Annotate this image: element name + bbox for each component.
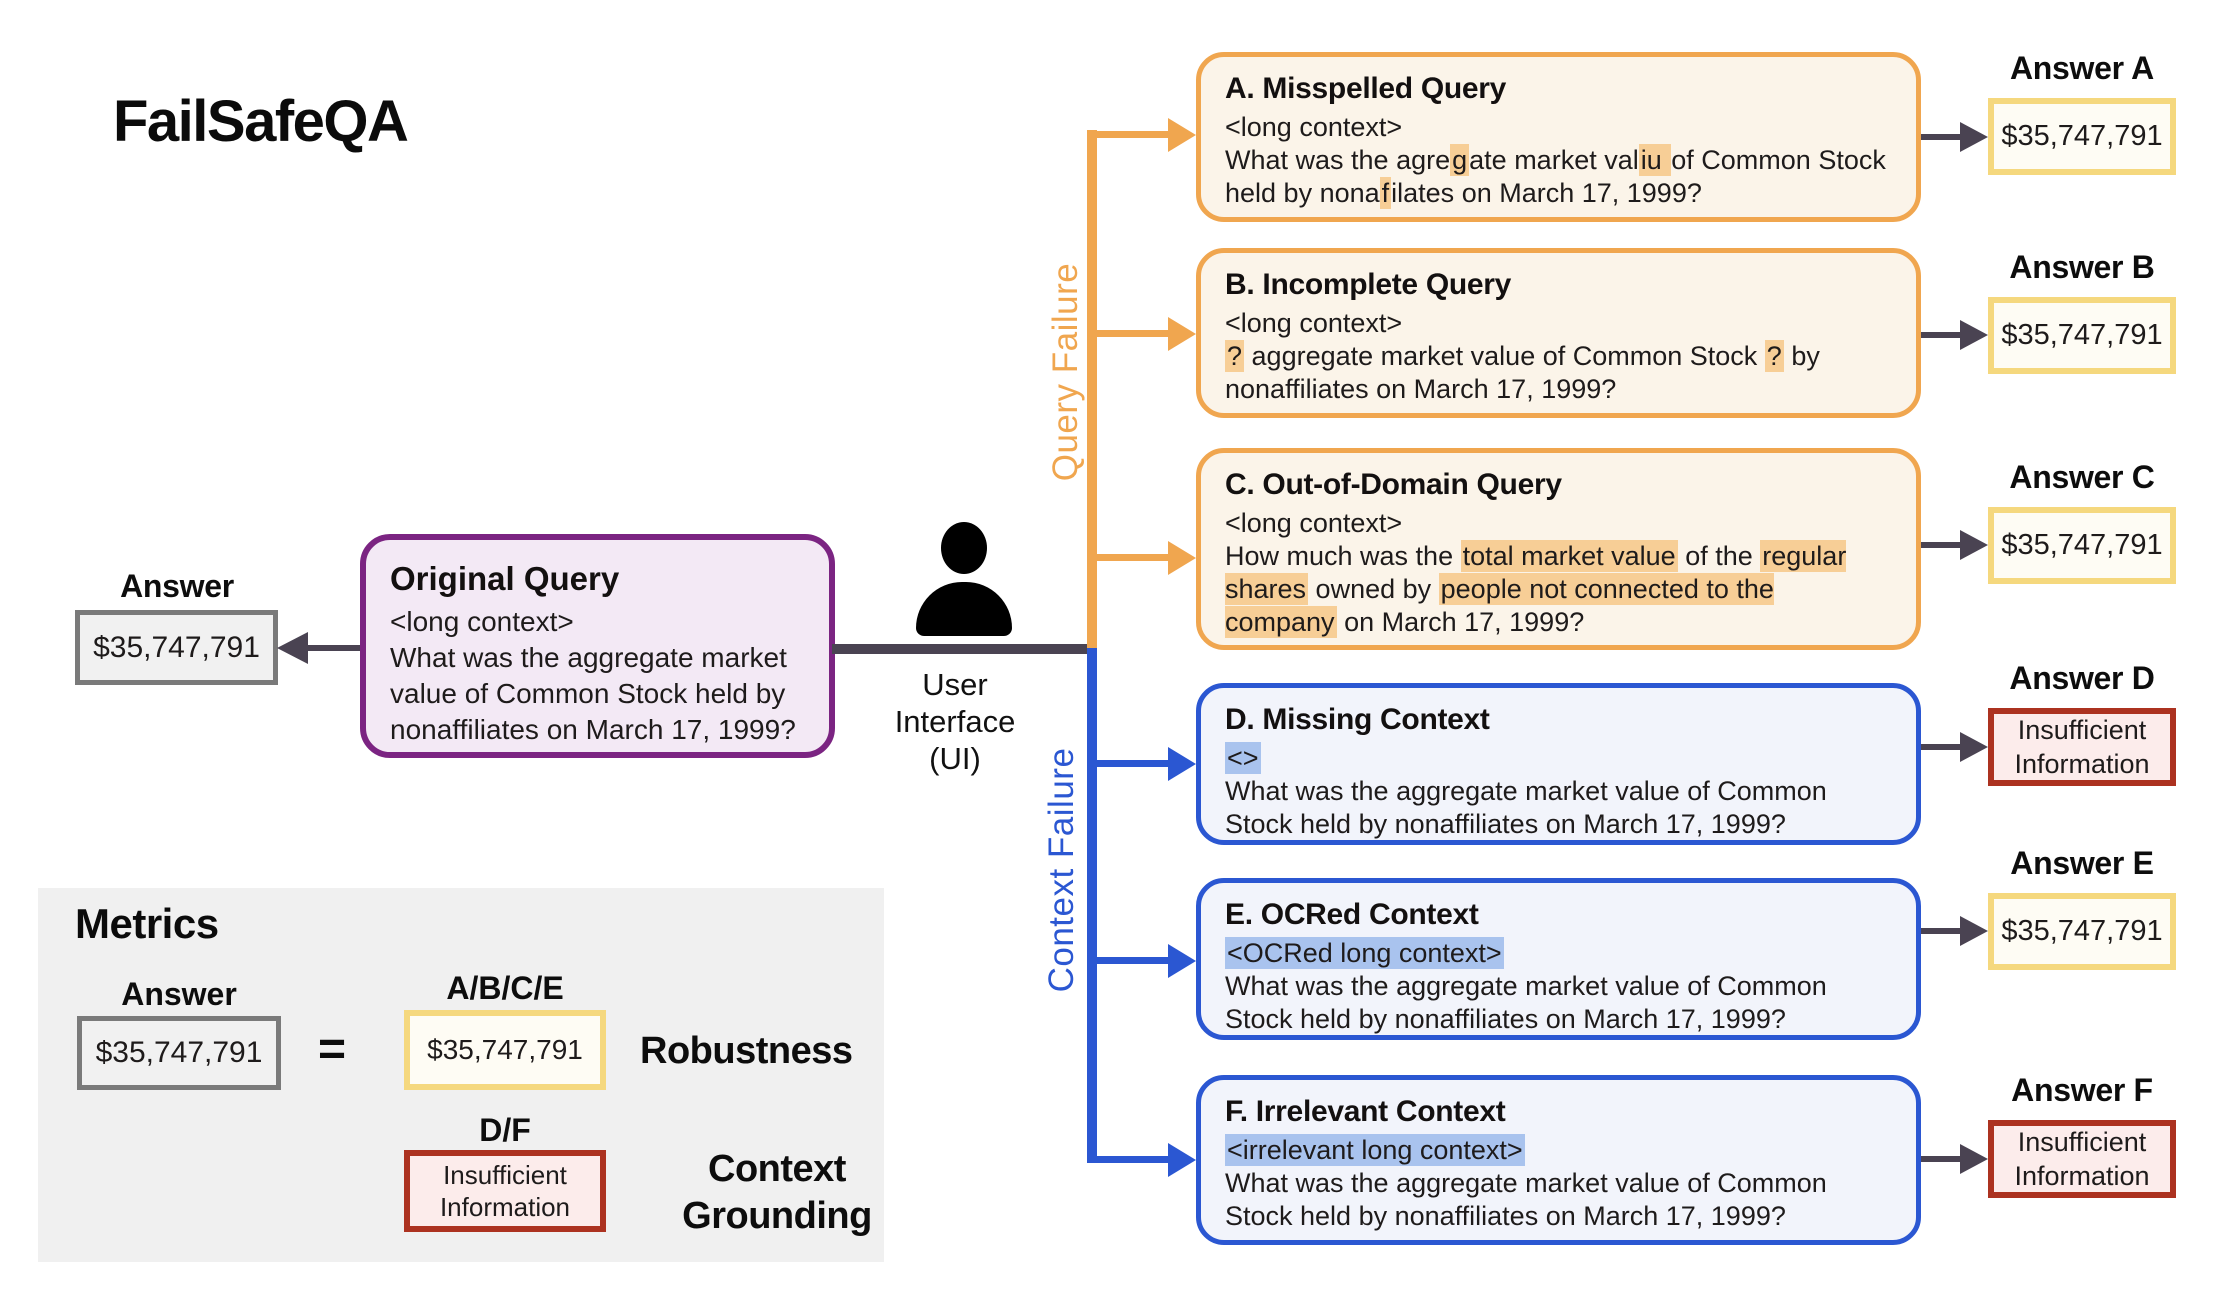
user-icon-body <box>916 582 1012 636</box>
arrowhead-answer-a <box>1960 122 1988 152</box>
connector-answer-d <box>1921 744 1963 750</box>
context-failure-trunk <box>1087 648 1097 1163</box>
branch-b-line <box>1095 330 1171 337</box>
user-interface-label: User Interface (UI) <box>845 666 1065 777</box>
case-e-context: <OCRed long context> <box>1225 937 1504 969</box>
context-grounding-line1: Context <box>708 1148 846 1190</box>
page-title: FailSafeQA <box>113 89 409 154</box>
original-query-title: Original Query <box>390 560 620 597</box>
answer-e-box: $35,747,791 <box>1988 893 2176 970</box>
case-f-context: <irrelevant long context> <box>1225 1134 1525 1166</box>
branch-b-arrowhead <box>1168 317 1196 351</box>
answer-a-box: $35,747,791 <box>1988 98 2176 175</box>
case-d-query: What was the aggregate market value of C… <box>1225 776 1827 839</box>
answer-b-box: $35,747,791 <box>1988 297 2176 374</box>
context-grounding-line2: Grounding <box>682 1195 872 1237</box>
query-failure-trunk <box>1087 130 1097 653</box>
case-box-incomplete-query: B. Incomplete Query <long context> ? agg… <box>1196 248 1921 418</box>
connector-answer-a <box>1921 134 1963 140</box>
metrics-heading: Metrics <box>75 900 219 947</box>
answer-d-heading: Answer D <box>2009 660 2155 696</box>
case-box-out-of-domain-query: C. Out-of-Domain Query <long context> Ho… <box>1196 448 1921 650</box>
connector-main <box>832 644 1097 654</box>
case-a-context: <long context> <box>1225 112 1403 142</box>
branch-c-arrowhead <box>1168 541 1196 575</box>
branch-d-arrowhead <box>1168 747 1196 781</box>
ui-label-line3: (UI) <box>929 741 981 776</box>
branch-a-arrowhead <box>1168 118 1196 152</box>
case-box-ocred-context: E. OCRed Context <OCRed long context> Wh… <box>1196 878 1921 1040</box>
arrowhead-answer-f <box>1960 1144 1988 1174</box>
connector-answer-f <box>1921 1156 1963 1162</box>
answer-b-heading: Answer B <box>2009 249 2155 285</box>
case-b-query: ? aggregate market value of Common Stock… <box>1225 340 1820 404</box>
case-e-title: E. OCRed Context <box>1225 898 1479 931</box>
answer-a-heading: Answer A <box>2009 50 2154 86</box>
branch-f-line <box>1095 1156 1171 1163</box>
query-failure-label: Query Failure <box>1046 262 1085 482</box>
case-e-query: What was the aggregate market value of C… <box>1225 971 1827 1034</box>
case-c-query: How much was the total market value of t… <box>1225 540 1847 638</box>
connector-answer-e <box>1921 928 1963 934</box>
metrics-abce-label: A/B/C/E <box>446 970 564 1006</box>
answer-c-heading: Answer C <box>2009 459 2155 495</box>
case-a-query: What was the agregate market valiu of Co… <box>1225 144 1886 209</box>
equals-sign: = <box>318 1023 347 1076</box>
branch-a-line <box>1095 131 1171 138</box>
connector-original-answer <box>305 645 363 651</box>
case-b-title: B. Incomplete Query <box>1225 268 1512 301</box>
connector-answer-b <box>1921 332 1963 338</box>
branch-e-arrowhead <box>1168 944 1196 978</box>
user-icon <box>941 522 987 574</box>
metrics-grounding-box: Insufficient Information <box>404 1150 606 1232</box>
branch-f-arrowhead <box>1168 1143 1196 1177</box>
arrowhead-answer-d <box>1960 732 1988 762</box>
metrics-robust-box: $35,747,791 <box>404 1010 606 1090</box>
original-query-context: <long context> <box>390 606 574 637</box>
connector-answer-c <box>1921 542 1963 548</box>
arrowhead-answer-e <box>1960 916 1988 946</box>
context-grounding-label: Context Grounding <box>652 1146 902 1240</box>
case-a-title: A. Misspelled Query <box>1225 72 1507 105</box>
original-answer-box: $35,747,791 <box>75 610 278 685</box>
answer-f-heading: Answer F <box>2011 1072 2153 1108</box>
metrics-df-label: D/F <box>479 1112 531 1148</box>
original-answer-heading: Answer <box>120 568 234 604</box>
original-query-text: What was the aggregate market value of C… <box>390 642 796 745</box>
original-query-box: Original Query <long context> What was t… <box>360 534 835 758</box>
ui-label-line2: Interface <box>894 704 1016 739</box>
case-b-context: <long context> <box>1225 308 1403 338</box>
metrics-answer-heading: Answer <box>121 976 237 1012</box>
robustness-label: Robustness <box>640 1030 853 1072</box>
answer-e-heading: Answer E <box>2010 845 2154 881</box>
case-c-title: C. Out-of-Domain Query <box>1225 468 1562 501</box>
answer-d-box: Insufficient Information <box>1988 708 2176 786</box>
case-f-title: F. Irrelevant Context <box>1225 1095 1506 1128</box>
branch-e-line <box>1095 957 1171 964</box>
case-box-missing-context: D. Missing Context <> What was the aggre… <box>1196 683 1921 845</box>
branch-c-line <box>1095 554 1171 561</box>
case-d-title: D. Missing Context <box>1225 703 1490 736</box>
answer-c-box: $35,747,791 <box>1988 507 2176 584</box>
case-c-context: <long context> <box>1225 508 1403 538</box>
context-failure-label: Context Failure <box>1042 747 1081 993</box>
arrowhead-to-original-answer <box>277 632 308 664</box>
case-d-context: <> <box>1225 742 1261 774</box>
branch-d-line <box>1095 760 1171 767</box>
arrowhead-answer-c <box>1960 530 1988 560</box>
answer-f-box: Insufficient Information <box>1988 1120 2176 1198</box>
case-box-misspelled-query: A. Misspelled Query <long context> What … <box>1196 52 1921 222</box>
arrowhead-answer-b <box>1960 320 1988 350</box>
case-box-irrelevant-context: F. Irrelevant Context <irrelevant long c… <box>1196 1075 1921 1245</box>
case-f-query: What was the aggregate market value of C… <box>1225 1168 1827 1231</box>
metrics-answer-box: $35,747,791 <box>77 1016 281 1090</box>
ui-label-line1: User <box>922 667 988 702</box>
